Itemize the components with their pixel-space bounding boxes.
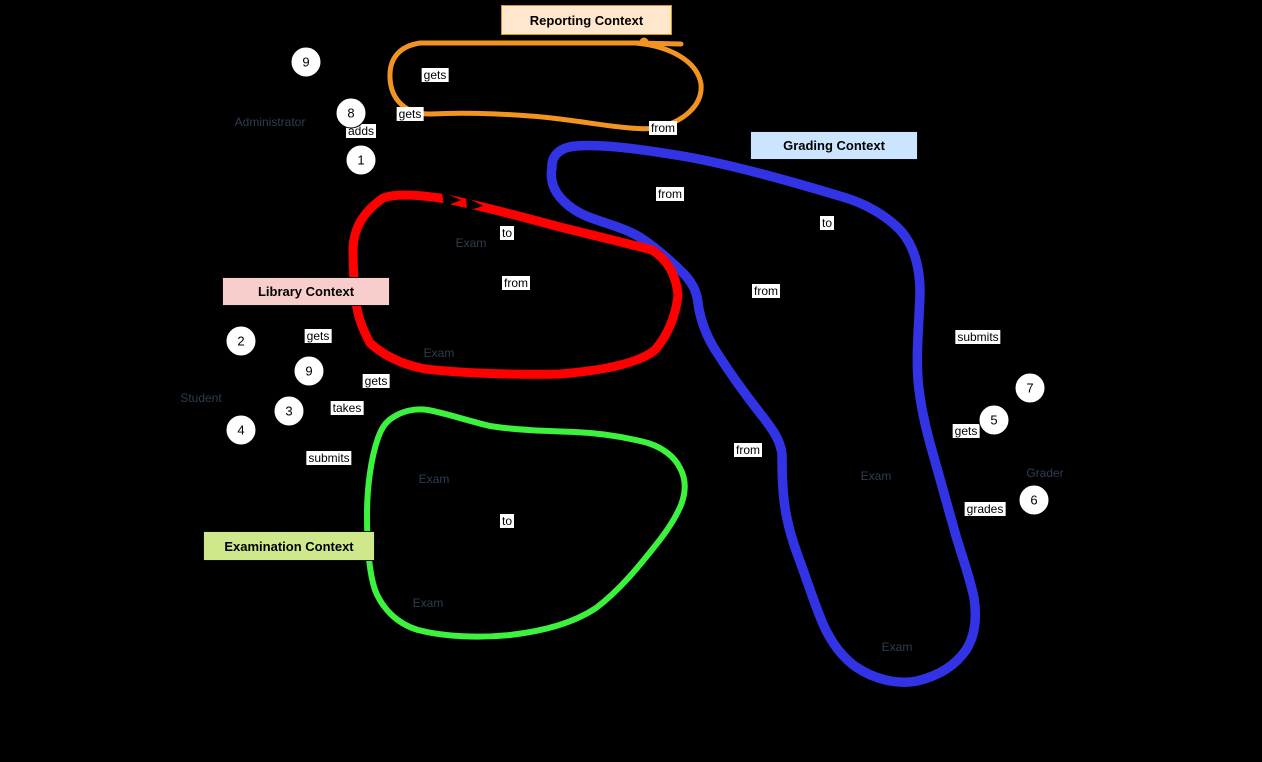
edge-label-chip: submits (306, 451, 352, 465)
step-circle: 7 (1014, 372, 1046, 404)
edge-label-chip: to (499, 226, 515, 240)
edge-label-chip: gets (952, 424, 980, 438)
step-circle: 5 (978, 404, 1010, 436)
edge-label-chip: from (656, 187, 684, 201)
reporting-context-join-dot (639, 37, 649, 47)
entity-label: Exam (418, 472, 450, 486)
step-circle: 8 (335, 97, 367, 129)
reporting-context-outline (387, 40, 704, 132)
actor-label: Administrator (234, 115, 306, 129)
edge-label-chip: from (752, 284, 780, 298)
context-box-grading: Grading Context (750, 131, 918, 160)
actor-label: Student (180, 391, 222, 405)
step-circle: 9 (290, 46, 322, 78)
entity-label: Exam (860, 469, 892, 483)
actor-label: Grader (1026, 466, 1064, 480)
edge-label-chip: from (734, 443, 762, 457)
edge-label-chip: gets (304, 329, 332, 343)
context-box-reporting: Reporting Context (501, 5, 672, 35)
edge-label-chip: from (502, 276, 530, 290)
edge-label-chip: gets (421, 68, 449, 82)
entity-label: Exam (881, 640, 913, 654)
grading-context-outline (546, 140, 981, 687)
edge-label-chip: takes (330, 401, 364, 415)
entity-label: Exam (412, 596, 444, 610)
step-circle: 6 (1018, 484, 1050, 516)
step-circle: 4 (225, 414, 257, 446)
edge-label-chip: to (819, 216, 835, 230)
arrowhead-icon (442, 192, 461, 207)
edge-label-chip: submits (955, 330, 1001, 344)
edge-label-chip: gets (396, 107, 424, 121)
edge-label-chip: grades (964, 502, 1006, 516)
arrowhead-icon (466, 197, 483, 211)
entity-label: Exam (455, 236, 487, 250)
context-box-examination: Examination Context (203, 531, 375, 561)
step-circle: 3 (273, 395, 305, 427)
step-circle: 2 (225, 325, 257, 357)
step-circle: 1 (345, 144, 377, 176)
edge-label-chip: from (649, 121, 677, 135)
step-circle: 9 (293, 355, 325, 387)
edge-label-chip: to (499, 514, 515, 528)
context-box-library: Library Context (222, 277, 390, 306)
entity-label: Exam (423, 346, 455, 360)
edge-label-chip: gets (362, 374, 390, 388)
